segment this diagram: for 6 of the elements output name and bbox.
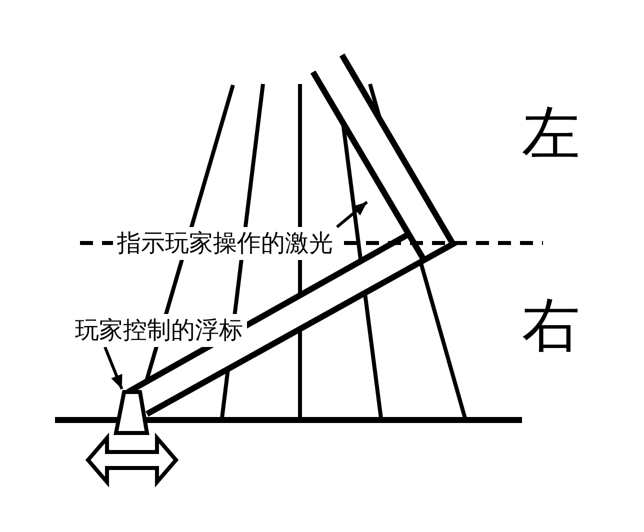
buoy bbox=[113, 389, 150, 436]
leader-arrow bbox=[104, 346, 124, 390]
leader-arrow bbox=[336, 200, 368, 228]
annotation-label: 指示玩家操作的激光 bbox=[113, 227, 337, 260]
side-label: 右 bbox=[522, 296, 580, 354]
side-label: 左 bbox=[522, 104, 580, 162]
